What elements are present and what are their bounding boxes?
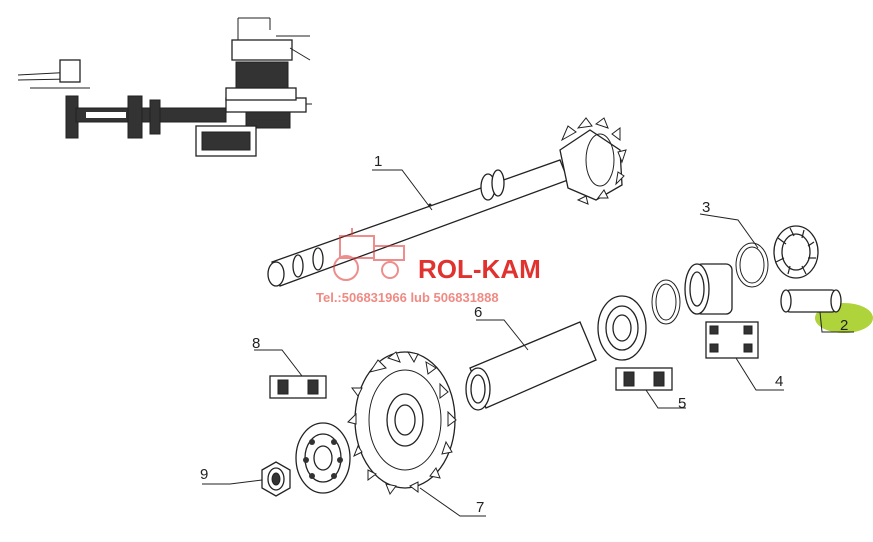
part-1-main-shaft [267,117,627,287]
watermark-phone: Tel.:506831966 lub 506831888 [316,290,499,305]
part-4-bushing [684,263,759,359]
gearbox-assembly-inset [17,17,312,157]
part-2-needle-roller-cage [780,289,873,333]
tractor-logo-watermark [333,228,405,281]
part-8-ball-bearing [269,375,351,494]
part-6-sleeve [465,321,597,411]
part-5-ball-bearing [597,295,673,391]
callout-4: 4 [775,373,783,390]
callout-2: 2 [840,317,848,334]
callout-3: 3 [702,199,710,216]
snap-ring-2 [651,279,681,325]
part-9-nut [261,461,291,497]
callout-7: 7 [476,499,484,516]
part-3-snap-ring [735,242,769,288]
needle-bearing-cage [773,225,819,279]
callout-9: 9 [200,466,208,483]
callout-6: 6 [474,304,482,321]
callout-5: 5 [678,395,686,412]
part-7-spur-gear [347,351,457,496]
callout-1: 1 [374,153,382,170]
leader-lines [202,169,854,517]
callout-8: 8 [252,335,260,352]
watermark-brand: ROL-KAM [418,254,541,284]
